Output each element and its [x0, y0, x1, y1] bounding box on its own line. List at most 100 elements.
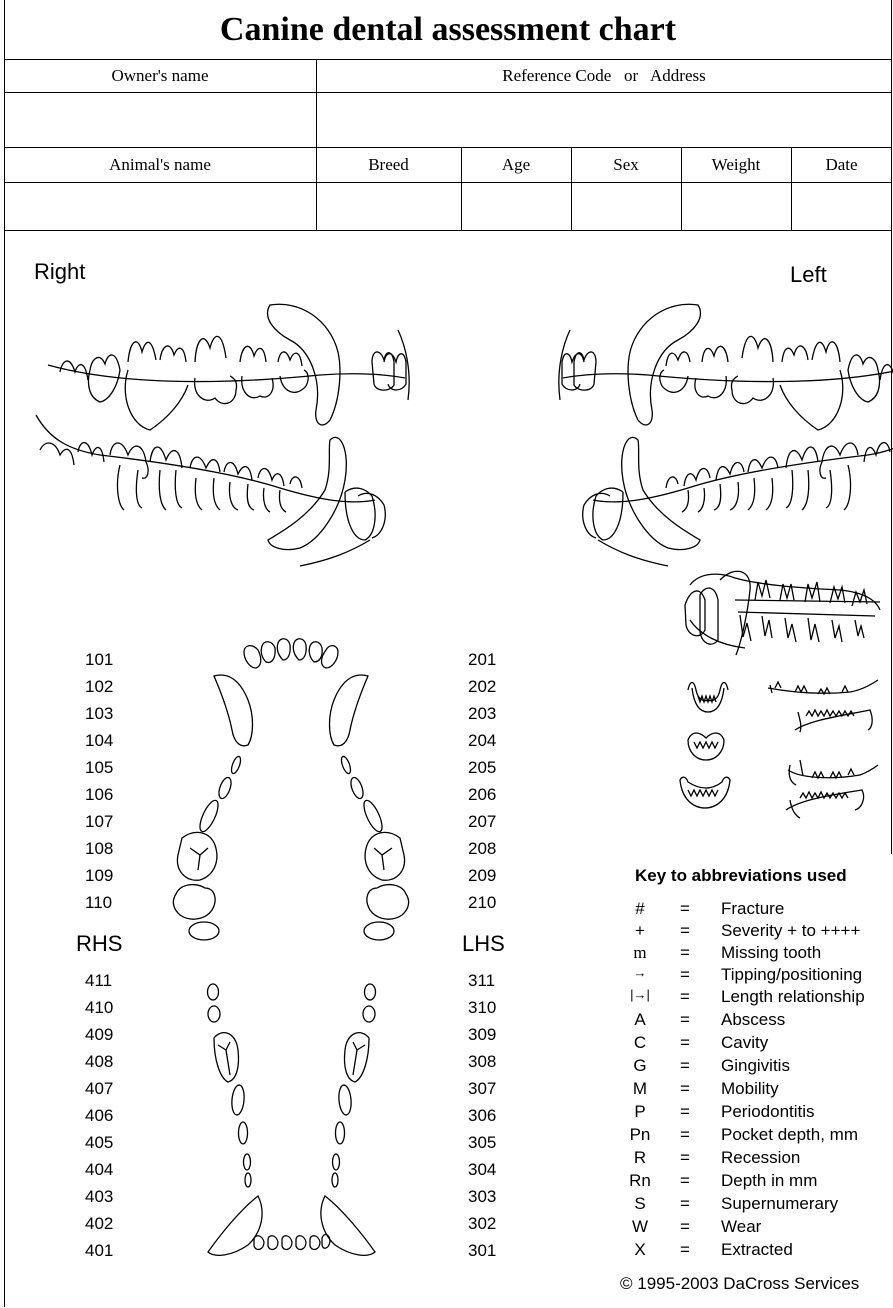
key-symbol: Rn: [620, 1171, 660, 1191]
tooth-number: 203: [468, 704, 496, 724]
key-row: X=Extracted: [620, 1240, 892, 1261]
tooth-number: 108: [85, 839, 113, 859]
tooth-number: 406: [85, 1106, 113, 1126]
key-row: P=Periodontitis: [620, 1102, 892, 1123]
key-meaning: Missing tooth: [721, 943, 821, 963]
tooth-number: 103: [85, 704, 113, 724]
key-equals: =: [675, 1240, 695, 1260]
key-equals: =: [675, 943, 695, 963]
tooth-number: 105: [85, 758, 113, 778]
key-meaning: Depth in mm: [721, 1171, 817, 1191]
key-meaning: Severity + to ++++: [721, 921, 860, 941]
copyright-notice: © 1995-2003 DaCross Services: [620, 1274, 859, 1294]
tooth-number: 204: [468, 731, 496, 751]
key-equals: =: [675, 1171, 695, 1191]
key-equals: =: [675, 899, 695, 919]
key-row: R=Recession: [620, 1148, 892, 1169]
key-symbol: A: [620, 1010, 660, 1030]
key-meaning: Length relationship: [721, 987, 865, 1007]
tooth-number: 106: [85, 785, 113, 805]
key-row: # = Fracture: [620, 899, 892, 920]
key-row: W = Wear: [620, 1217, 892, 1238]
tooth-number: 305: [468, 1133, 496, 1153]
tooth-number: 404: [85, 1160, 113, 1180]
tooth-number: 306: [468, 1106, 496, 1126]
tooth-number: 401: [85, 1241, 113, 1261]
key-meaning: Gingivitis: [721, 1056, 790, 1076]
tooth-number: 410: [85, 998, 113, 1018]
tooth-number: 411: [85, 971, 112, 991]
key-row: + = Severity + to ++++: [620, 921, 892, 942]
key-row: Rn = Depth in mm: [620, 1171, 892, 1192]
key-symbol: W: [620, 1217, 660, 1237]
tooth-number: 402: [85, 1214, 113, 1234]
tooth-number: 205: [468, 758, 496, 778]
key-meaning: Pocket depth, mm: [721, 1125, 858, 1145]
key-symbol: +: [620, 921, 660, 941]
key-row: S = Supernumerary: [620, 1194, 892, 1215]
key-equals: =: [675, 1079, 695, 1099]
tooth-number: 409: [85, 1025, 113, 1045]
tooth-number: 210: [468, 893, 496, 913]
tooth-number: 208: [468, 839, 496, 859]
tooth-number: 207: [468, 812, 496, 832]
key-meaning: Mobility: [721, 1079, 779, 1099]
key-symbol: R: [620, 1148, 660, 1168]
key-row: → = Tipping/positioning: [620, 965, 892, 986]
key-meaning: Wear: [721, 1217, 761, 1237]
key-equals: =: [675, 1056, 695, 1076]
key-symbol: S: [620, 1194, 660, 1214]
tooth-number: 206: [468, 785, 496, 805]
tooth-number: 309: [468, 1025, 496, 1045]
key-symbol: C: [620, 1033, 660, 1053]
key-meaning: Extracted: [721, 1240, 793, 1260]
tooth-number: 304: [468, 1160, 496, 1180]
key-equals: =: [675, 987, 695, 1007]
key-meaning: Supernumerary: [721, 1194, 838, 1214]
key-meaning: Abscess: [721, 1010, 785, 1030]
tooth-number: 102: [85, 677, 113, 697]
key-title: Key to abbreviations used: [635, 866, 847, 886]
key-meaning: Fracture: [721, 899, 784, 919]
tooth-number: 310: [468, 998, 496, 1018]
key-symbol: M: [620, 1079, 660, 1099]
key-symbol: →: [620, 965, 660, 980]
key-equals: =: [675, 965, 695, 985]
tooth-number: 405: [85, 1133, 113, 1153]
tooth-number: 202: [468, 677, 496, 697]
tooth-number: 307: [468, 1079, 496, 1099]
key-symbol: #: [620, 899, 660, 919]
key-meaning: Tipping/positioning: [721, 965, 862, 985]
key-row: A = Abscess: [620, 1010, 892, 1031]
tooth-number: 109: [85, 866, 113, 886]
key-symbol: G: [620, 1056, 660, 1076]
tooth-number: 407: [85, 1079, 113, 1099]
key-symbol: P: [620, 1102, 660, 1122]
key-symbol: |→|: [620, 987, 660, 1002]
tooth-number: 104: [85, 731, 113, 751]
key-row: m = Missing tooth: [620, 943, 892, 964]
tooth-number: 201: [468, 650, 496, 670]
key-equals: =: [675, 1102, 695, 1122]
key-row: M = Mobility: [620, 1079, 892, 1100]
tooth-number: 403: [85, 1187, 113, 1207]
key-symbol: Pn: [620, 1125, 660, 1145]
key-symbol: m: [620, 943, 660, 963]
tooth-number: 308: [468, 1052, 496, 1072]
key-meaning: Recession: [721, 1148, 800, 1168]
key-row: Pn=Pocket depth, mm: [620, 1125, 892, 1146]
key-equals: =: [675, 1033, 695, 1053]
key-row: G = Gingivitis: [620, 1056, 892, 1077]
key-row: |→| = Length relationship: [620, 987, 892, 1008]
tooth-number: 311: [468, 971, 495, 991]
tooth-number: 301: [468, 1241, 496, 1261]
tooth-number: 408: [85, 1052, 113, 1072]
tooth-number: 302: [468, 1214, 496, 1234]
key-equals: =: [675, 1217, 695, 1237]
tooth-number: 107: [85, 812, 113, 832]
tooth-number: 209: [468, 866, 496, 886]
key-equals: =: [675, 921, 695, 941]
key-equals: =: [675, 1010, 695, 1030]
key-equals: =: [675, 1194, 695, 1214]
tooth-number: 303: [468, 1187, 496, 1207]
